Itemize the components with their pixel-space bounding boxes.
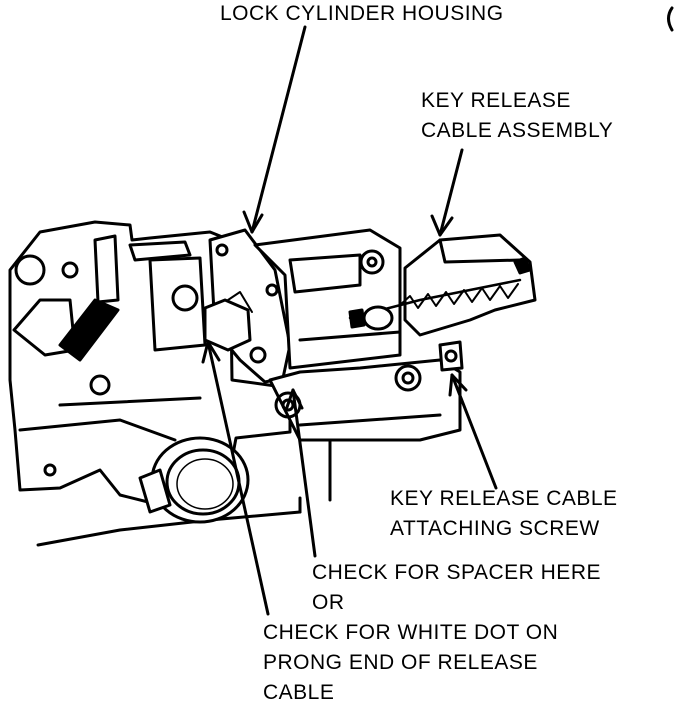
lock-cylinder-housing-label: LOCK CYLINDER HOUSING [220, 2, 504, 25]
mounting-bracket [268, 358, 462, 502]
arrow-lock-cylinder-housing [250, 25, 307, 234]
arrow-attaching-screw [450, 373, 498, 490]
arrow-white-dot [206, 340, 270, 616]
arrow-spacer [291, 388, 317, 558]
key-release-cable-assembly [348, 233, 537, 372]
leader-arrows [201, 25, 498, 616]
arrow-key-release-cable-assembly [438, 148, 464, 237]
lock-cylinder-housing-plate [203, 228, 292, 384]
release-cable-channel [253, 228, 402, 370]
page-edge-fragment [667, 6, 674, 32]
check-spacer-label: CHECK FOR SPACER HERE OR [312, 561, 601, 614]
key-release-cable-assembly-label: KEY RELEASE CABLE ASSEMBLY [421, 89, 614, 142]
key-release-cable-attaching-screw-label: KEY RELEASE CABLE ATTACHING SCREW [390, 487, 618, 540]
check-white-dot-label: CHECK FOR WHITE DOT ON PRONG END OF RELE… [263, 621, 559, 704]
